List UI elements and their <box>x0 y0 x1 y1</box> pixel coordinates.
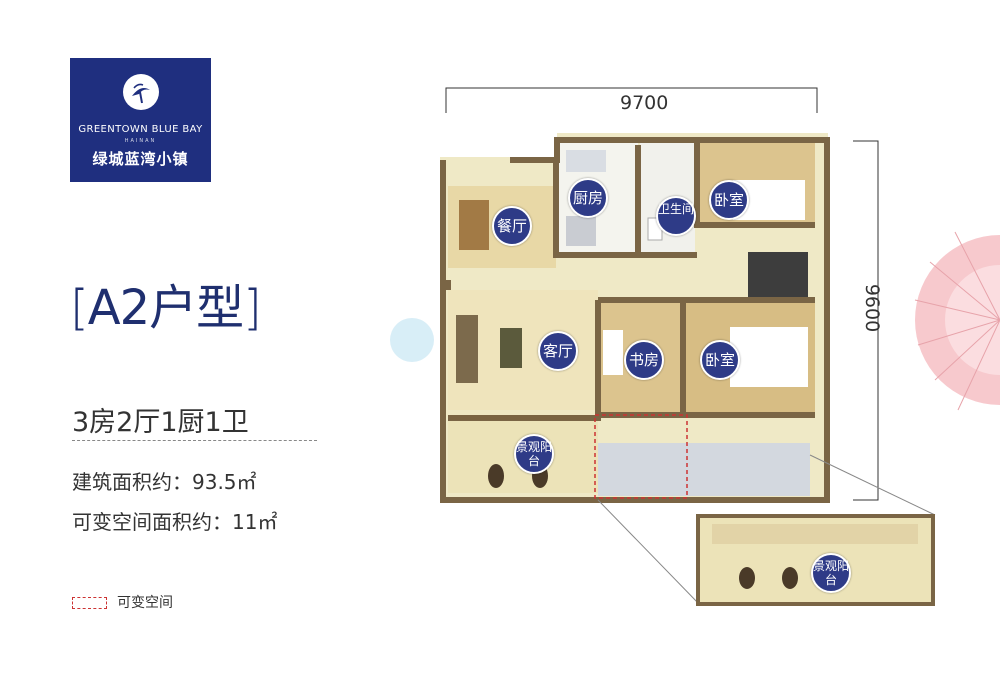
title-close-bracket: ] <box>243 280 262 336</box>
legend: 可变空间 <box>72 592 173 612</box>
room-label-kitchen: 厨房 <box>568 178 608 218</box>
variable-area: 可变空间面积约：11㎡ <box>72 510 278 534</box>
title-open-bracket: [ <box>70 280 89 336</box>
bird-tree-logo-icon <box>122 74 159 110</box>
brand-name-en: GREENTOWN BLUE BAY <box>78 124 203 135</box>
flower-decoration <box>914 231 1000 411</box>
dimension-depth: 9600 <box>861 283 884 333</box>
dimension-lines <box>445 87 879 501</box>
dimension-width: 9700 <box>620 92 669 114</box>
brand-subtitle: HAINAN <box>124 138 157 144</box>
brand-logo: GREENTOWN BLUE BAY HAINAN 绿城蓝湾小镇 <box>70 58 211 182</box>
legend-dashed-box <box>72 597 107 609</box>
title-text: A2户型 <box>87 280 244 336</box>
walls <box>440 137 830 503</box>
divider <box>72 440 317 441</box>
room-label-balcony: 景观阳台 <box>514 434 554 474</box>
room-label-study: 书房 <box>624 340 664 380</box>
room-label-balcony-inset: 景观阳台 <box>811 553 851 593</box>
room-label-bathroom: 卫生间 <box>656 196 696 236</box>
room-label-bedroom-main: 卧室 <box>700 340 740 380</box>
brand-name-cn: 绿城蓝湾小镇 <box>92 150 189 168</box>
room-label-dining: 餐厅 <box>492 206 532 246</box>
legend-label: 可变空间 <box>117 595 173 611</box>
variable-space-outline <box>594 414 688 499</box>
layout-type: 3房2厅1厨1卫 <box>72 407 249 438</box>
unit-type-title: [A2户型] <box>70 268 262 338</box>
room-label-bedroom-top: 卧室 <box>709 180 749 220</box>
watermark-mark <box>390 318 434 362</box>
building-area: 建筑面积约：93.5㎡ <box>72 470 257 494</box>
variable-space-area <box>598 443 810 496</box>
room-label-living: 客厅 <box>538 331 578 371</box>
